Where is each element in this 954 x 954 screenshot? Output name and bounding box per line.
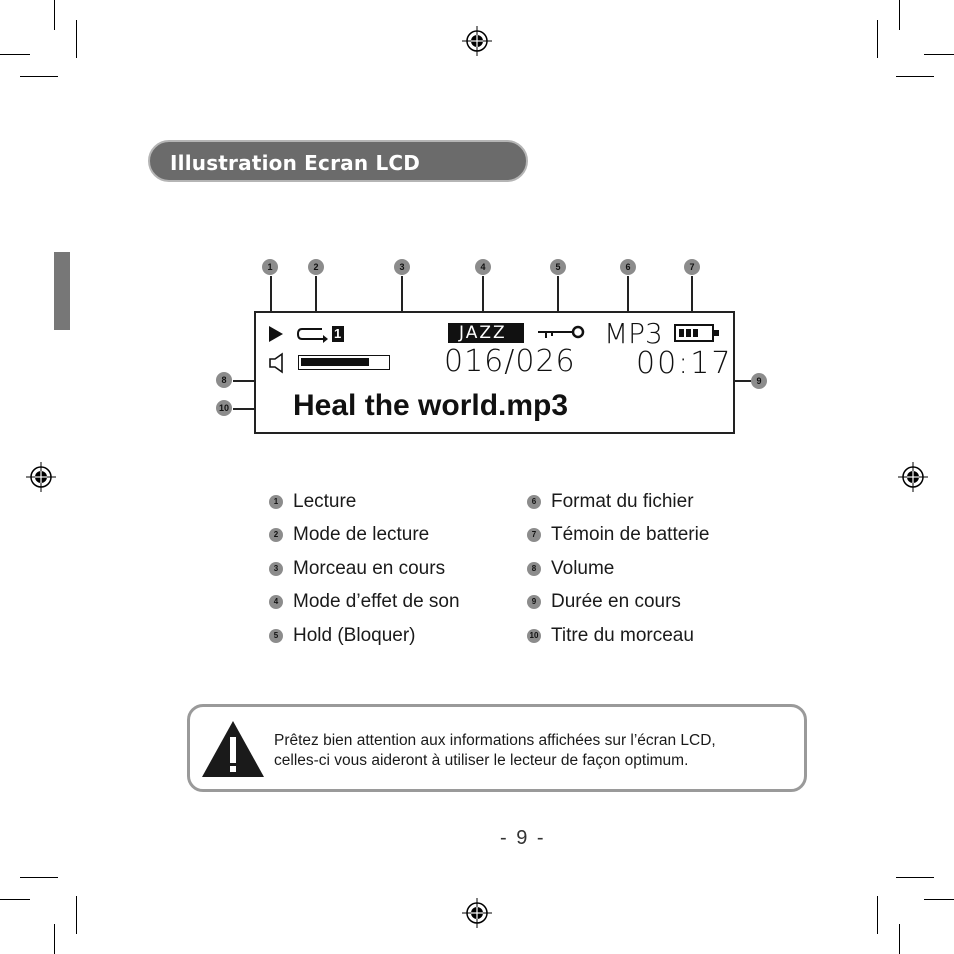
legend-label: Volume <box>551 558 615 579</box>
section-header: Illustration Ecran LCD <box>148 140 528 182</box>
crop-mark <box>877 896 878 934</box>
legend-label: Hold (Bloquer) <box>293 625 416 646</box>
legend-badge: 4 <box>269 595 283 609</box>
warning-text: Prêtez bien attention aux informations a… <box>274 731 716 771</box>
equalizer-label: JAZZ <box>459 323 507 343</box>
legend-badge: 3 <box>269 562 283 576</box>
crop-mark <box>76 896 77 934</box>
volume-bar-fill <box>301 358 369 366</box>
page-number: - 9 - <box>500 827 546 849</box>
crop-mark <box>899 924 900 954</box>
section-title: Illustration Ecran LCD <box>170 151 421 175</box>
repeat-icon <box>296 328 328 343</box>
legend-item: 9 Durée en cours <box>527 590 681 614</box>
callout-badge-1: 1 <box>262 259 278 275</box>
warning-line-2: celles-ci vous aideront à utiliser le le… <box>274 752 689 769</box>
crop-mark <box>924 899 954 900</box>
speaker-icon <box>269 352 283 374</box>
legend-label: Titre du morceau <box>551 625 694 646</box>
legend-badge: 8 <box>527 562 541 576</box>
song-title: Heal the world.mp3 <box>293 389 569 422</box>
legend-label: Témoin de batterie <box>551 524 710 545</box>
legend-label: Durée en cours <box>551 591 681 612</box>
legend-badge: 10 <box>527 629 541 643</box>
callout-line <box>691 276 693 322</box>
callout-line <box>233 408 273 410</box>
callout-line <box>315 276 317 324</box>
repeat-one-label: 1 <box>334 326 342 341</box>
volume-bar <box>298 355 390 370</box>
legend-label: Lecture <box>293 491 357 512</box>
lcd-screen: 1 JAZZ MP3 016/026 00:17 Heal the world.… <box>254 311 735 434</box>
callout-badge-7: 7 <box>684 259 700 275</box>
legend-item: 3 Morceau en cours <box>269 557 445 581</box>
callout-badge-2: 2 <box>308 259 324 275</box>
callout-badge-3: 3 <box>394 259 410 275</box>
callout-badge-6: 6 <box>620 259 636 275</box>
legend-item: 4 Mode d’effet de son <box>269 590 460 614</box>
hold-key-icon <box>538 325 585 339</box>
warning-icon <box>202 721 264 777</box>
crop-mark <box>20 76 58 77</box>
crop-mark <box>899 0 900 30</box>
callout-badge-5: 5 <box>550 259 566 275</box>
legend-item: 10 Titre du morceau <box>527 624 694 648</box>
registration-mark-icon <box>462 26 492 56</box>
crop-mark <box>896 76 934 77</box>
callout-badge-4: 4 <box>475 259 491 275</box>
registration-mark-icon <box>462 898 492 928</box>
legend-badge: 6 <box>527 495 541 509</box>
callout-badge-10: 10 <box>216 400 232 416</box>
crop-mark <box>54 924 55 954</box>
legend-label: Format du fichier <box>551 491 694 512</box>
callout-line <box>627 276 629 322</box>
callout-line <box>557 276 559 322</box>
legend-item: 2 Mode de lecture <box>269 523 429 547</box>
legend-label: Morceau en cours <box>293 558 446 579</box>
repeat-one-badge: 1 <box>332 326 344 342</box>
legend-item: 5 Hold (Bloquer) <box>269 624 416 648</box>
warning-box: Prêtez bien attention aux informations a… <box>187 704 807 792</box>
legend-badge: 5 <box>269 629 283 643</box>
side-tab <box>54 252 70 330</box>
registration-mark-icon <box>26 462 56 492</box>
callout-badge-8: 8 <box>216 372 232 388</box>
legend-badge: 2 <box>269 528 283 542</box>
play-icon <box>269 326 283 342</box>
crop-mark <box>76 20 77 58</box>
legend-item: 8 Volume <box>527 557 614 581</box>
equalizer-badge: JAZZ <box>448 323 524 343</box>
crop-mark <box>54 0 55 30</box>
crop-mark <box>877 20 878 58</box>
crop-mark <box>0 899 30 900</box>
legend-badge: 1 <box>269 495 283 509</box>
legend-item: 6 Format du fichier <box>527 490 694 514</box>
callout-line <box>270 276 272 324</box>
legend-badge: 9 <box>527 595 541 609</box>
legend-badge: 7 <box>527 528 541 542</box>
legend-item: 1 Lecture <box>269 490 356 514</box>
track-counter: 016/026 <box>444 344 576 379</box>
crop-mark <box>20 877 58 878</box>
file-format: MP3 <box>604 317 663 350</box>
legend-item: 7 Témoin de batterie <box>527 523 709 547</box>
crop-mark <box>0 54 30 55</box>
callout-line <box>482 276 484 322</box>
callout-badge-9: 9 <box>751 373 767 389</box>
legend-label: Mode d’effet de son <box>293 591 460 612</box>
warning-line-1: Prêtez bien attention aux informations a… <box>274 732 716 749</box>
elapsed-time: 00:17 <box>636 346 733 381</box>
crop-mark <box>924 54 954 55</box>
legend-label: Mode de lecture <box>293 524 430 545</box>
crop-mark <box>896 877 934 878</box>
battery-icon <box>674 324 719 342</box>
registration-mark-icon <box>898 462 928 492</box>
